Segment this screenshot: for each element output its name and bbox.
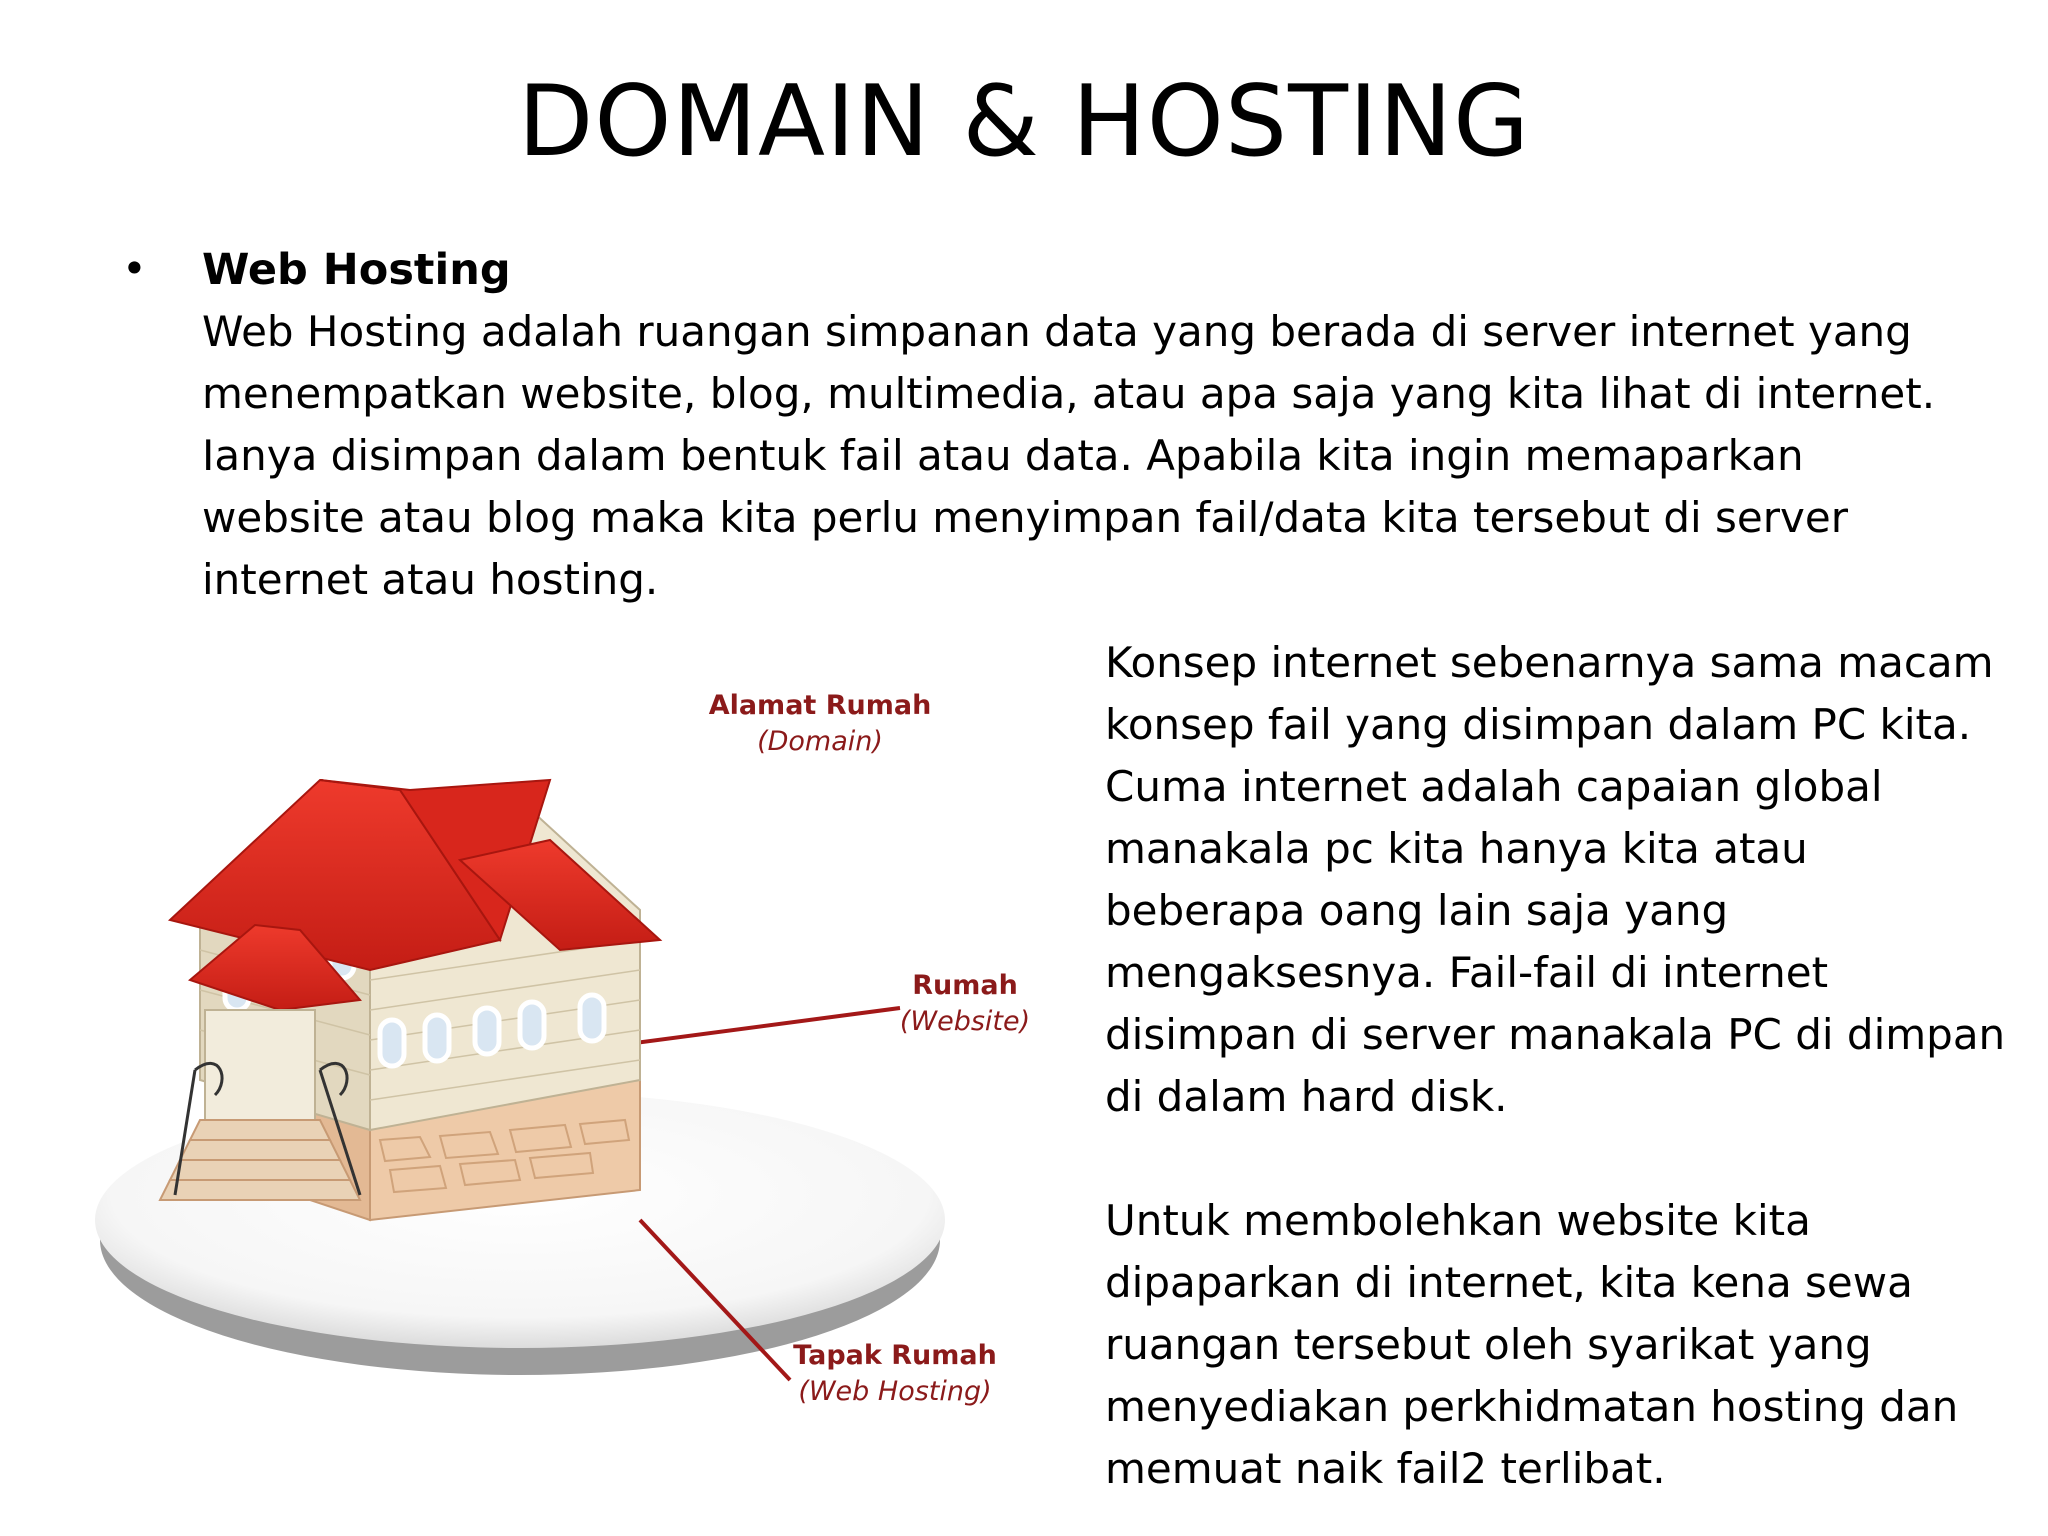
body-line: website atau blog maka kita perlu menyim… — [202, 493, 1848, 542]
pointer-lines — [619, 1006, 901, 1382]
para1-line: konsep fail yang disimpan dalam PC kita. — [1105, 700, 1972, 749]
para2-line: ruangan tersebut oleh syarikat yang — [1105, 1320, 1872, 1369]
label-domain-sub: (Domain) — [757, 726, 883, 757]
body-line: Ianya disimpan dalam bentuk fail atau da… — [202, 431, 1804, 480]
label-website: Rumah (Website) — [890, 968, 1040, 1040]
house-drawing — [95, 778, 945, 1382]
house-porch — [158, 1009, 362, 1201]
paragraph-gap — [1105, 1128, 2025, 1190]
para1-line: disimpan di server manakala PC di dimpan — [1105, 1010, 2006, 1059]
label-hosting-main: Tapak Rumah — [793, 1340, 997, 1371]
label-website-main: Rumah — [912, 970, 1018, 1001]
para1-line: di dalam hard disk. — [1105, 1072, 1508, 1121]
label-domain-main: Alamat Rumah — [708, 690, 932, 721]
slide-title: DOMAIN & HOSTING — [517, 65, 1531, 179]
para1-line: beberapa oang lain saja yang — [1105, 886, 1729, 935]
bullet-heading: Web Hosting — [202, 245, 511, 295]
house-illustration: Alamat Rumah (Domain) Rumah (Website) Ta… — [80, 650, 1060, 1510]
para1-line: mengaksesnya. Fail-fail di internet — [1105, 948, 1829, 997]
bullet-body-text: Web Hosting adalah ruangan simpanan data… — [202, 301, 1962, 611]
bullet-marker: • — [122, 244, 147, 293]
para2-line: dipaparkan di internet, kita kena sewa — [1105, 1258, 1913, 1307]
body-line: menempatkan website, blog, multimedia, a… — [202, 369, 1936, 418]
para1-line: Cuma internet adalah capaian global — [1105, 762, 1883, 811]
right-column-text: Konsep internet sebenarnya sama macam ko… — [1105, 632, 2025, 1500]
para2-line: Untuk membolehkan website kita — [1105, 1196, 1811, 1245]
body-line: internet atau hosting. — [202, 555, 659, 604]
para2-line: memuat naik fail2 terlibat. — [1105, 1444, 1666, 1493]
para1-line: Konsep internet sebenarnya sama macam — [1105, 638, 1994, 687]
para2-line: menyediakan perkhidmatan hosting dan — [1105, 1382, 1959, 1431]
label-website-sub: (Website) — [899, 1006, 1031, 1037]
label-hosting-sub: (Web Hosting) — [798, 1376, 992, 1407]
house-roof — [167, 778, 663, 1012]
label-domain: Alamat Rumah (Domain) — [690, 688, 950, 760]
body-line: Web Hosting adalah ruangan simpanan data… — [202, 307, 1912, 356]
label-hosting: Tapak Rumah (Web Hosting) — [770, 1338, 1020, 1410]
para1-line: manakala pc kita hanya kita atau — [1105, 824, 1808, 873]
